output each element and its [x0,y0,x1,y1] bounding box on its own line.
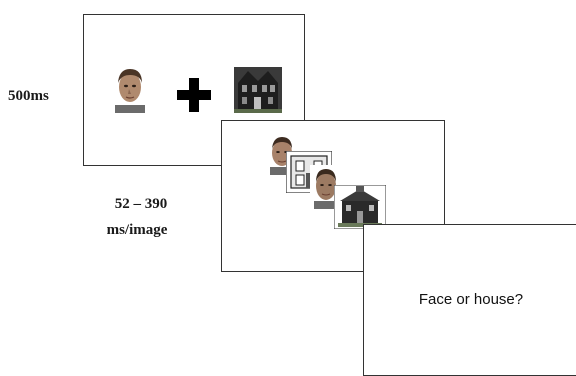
rate-unit-label: ms/image [106,222,168,238]
fixation-duration-label: 500ms [8,88,49,104]
house-icon [334,185,386,229]
plus-icon [177,78,211,112]
house-icon [234,67,282,113]
fixation-screen [83,14,305,166]
response-question: Face or house? [418,291,524,308]
rsvp-stream-screen [221,120,445,272]
rate-range-label: 52 – 390 [114,196,168,212]
face-icon [112,65,148,113]
response-screen: Face or house? [363,224,576,376]
